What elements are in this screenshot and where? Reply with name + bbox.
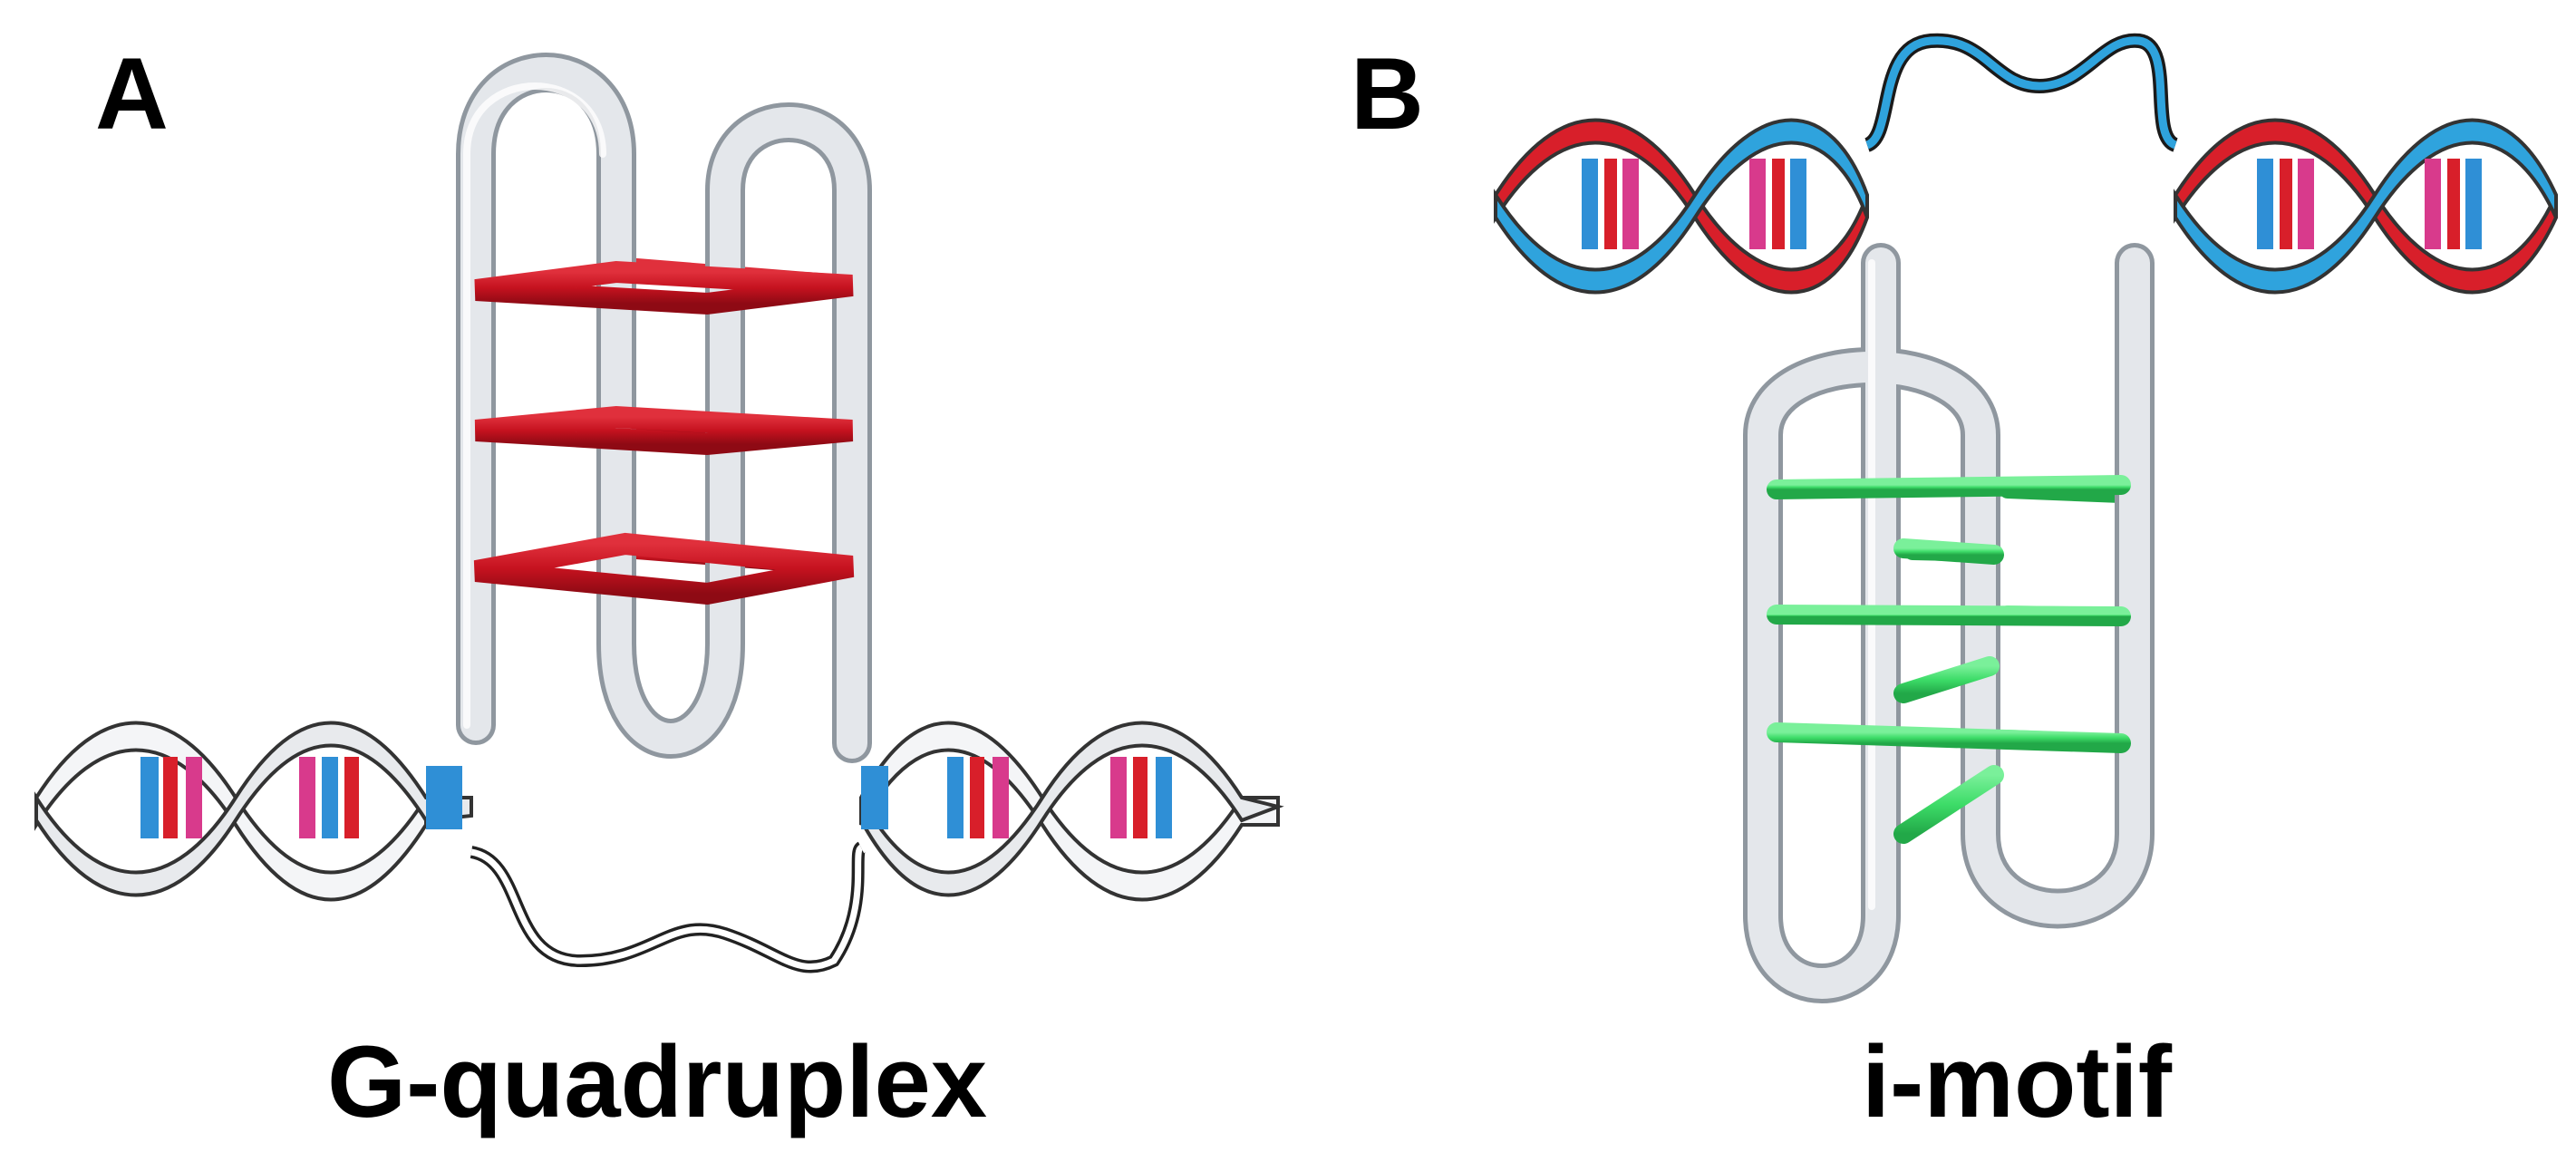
- panel-b-letter: B: [1351, 37, 1424, 150]
- dna-duplex-left-a: [34, 721, 473, 902]
- c-pair-1: [1767, 475, 2131, 499]
- dna-duplex-right-b: [2174, 118, 2558, 295]
- base-pairs-left-b: [1582, 159, 1806, 249]
- i-motif-pairs-front: [1767, 475, 2131, 844]
- single-strand-loop-a-core: [470, 844, 864, 971]
- g-tetrad-2: [474, 405, 854, 456]
- base-pairs-right-a: [861, 757, 1172, 838]
- base-pairs-right-b: [2257, 159, 2482, 249]
- panel-a-letter: A: [95, 37, 169, 150]
- g-tetrads-front: [473, 260, 855, 605]
- c-pair-3: [1767, 605, 2131, 626]
- single-strand-loop-b: [1863, 33, 2180, 152]
- g-tetrad-1: [474, 260, 854, 315]
- c-pair-5: [1767, 722, 2131, 753]
- single-strand-loop-b-core: [1864, 36, 2178, 150]
- caption-i-motif: i-motif: [1862, 1025, 2173, 1138]
- single-strand-loop-a: [470, 841, 867, 973]
- base-pairs-left-a: [140, 757, 462, 838]
- g-quadruplex-strand: [456, 53, 872, 763]
- c-pair-4: [1893, 656, 2000, 703]
- panel-a: A: [34, 37, 1284, 1138]
- c-pair-2: [1893, 538, 2004, 565]
- dna-duplex-right-a: [859, 721, 1284, 902]
- c-pair-6: [1893, 765, 2004, 844]
- caption-g-quadruplex: G-quadruplex: [327, 1025, 987, 1138]
- g-tetrad-3: [473, 532, 855, 605]
- i-motif-strand: [1743, 243, 2155, 1003]
- dna-duplex-left-b: [1494, 118, 1869, 295]
- panel-b: B: [1351, 33, 2558, 1138]
